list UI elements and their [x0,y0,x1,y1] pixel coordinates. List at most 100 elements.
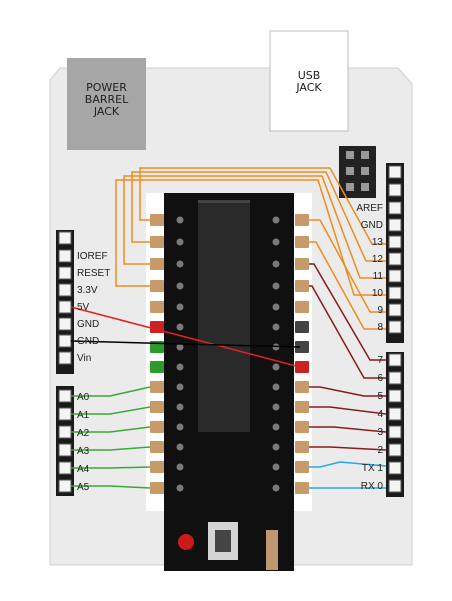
module-pad-left [150,421,164,433]
module-via-right [273,304,280,311]
pin-label-d11: 11 [373,271,383,283]
module-pad-right [295,236,309,248]
pin-label-a5: A5 [77,482,89,494]
module-via-left [177,324,184,331]
header-pin [389,236,401,248]
pin-label-d4: 4 [377,409,383,421]
module-via-left [177,444,184,451]
header-pin [389,166,401,178]
header-pin [59,444,71,456]
pin-label-d5: 5 [377,391,383,403]
usb-jack-label: USB JACK [270,70,348,94]
module-via-right [273,364,280,371]
module-via-right [273,324,280,331]
pin-label-ioref: IOREF [77,251,108,263]
header-pin [59,352,71,364]
module-via-left [177,261,184,268]
module-pad-right [295,321,309,333]
pin-label-tx1: TX 1 [362,463,383,475]
pin-label-3v3: 3.3V [77,285,98,297]
module-pad-right [295,461,309,473]
module-pad-left [150,258,164,270]
pin-label-gnd: GND [77,319,99,331]
module-pad-right [295,301,309,313]
header-pin [389,287,401,299]
module-pad-left [150,301,164,313]
module-pad-left [150,236,164,248]
header-pin [389,321,401,333]
module-pad-left [150,361,164,373]
pin-label-vin: Vin [77,353,91,365]
module-via-right [273,464,280,471]
header-pin [59,426,71,438]
module-via-left [177,304,184,311]
module-pad-right [295,280,309,292]
module-pad-left [150,461,164,473]
pin-label-d6: 6 [377,373,383,385]
module-pad-left [150,401,164,413]
pin-label-a2: A2 [77,428,89,440]
pin-label-reset: RESET [77,268,110,280]
power-jack-line: JACK [67,106,146,118]
pin-label-gnd-right: GND [361,220,383,232]
header-pin [389,304,401,316]
pin-label-d9: 9 [377,305,383,317]
module-pad-left [150,280,164,292]
module-pad-right [295,421,309,433]
header-pin [59,267,71,279]
pin-label-a4: A4 [77,464,89,476]
module-via-left [177,217,184,224]
module-pad-right [295,401,309,413]
module-via-left [177,424,184,431]
pin-label-d3: 3 [377,427,383,439]
module-via-right [273,485,280,492]
module-pad-right [295,482,309,494]
module-via-right [273,384,280,391]
header-pin [59,232,71,244]
header-pin [59,408,71,420]
power-jack-label: POWER BARREL JACK [67,82,146,118]
module-via-right [273,239,280,246]
pin-label-a3: A3 [77,446,89,458]
header-pin [59,462,71,474]
module-pad-right [295,441,309,453]
header-pin [389,184,401,196]
module-via-left [177,384,184,391]
pin-label-d12: 12 [372,254,383,266]
module-pad-left [150,441,164,453]
icsp-header [339,146,376,198]
module-via-right [273,444,280,451]
header-pin [389,444,401,456]
pin-label-aref: AREF [356,203,383,215]
pin-label-a0: A0 [77,392,89,404]
module-via-left [177,485,184,492]
module-via-left [177,464,184,471]
microcontroller-module [146,193,312,571]
pin-label-5v: 5V [77,302,89,314]
module-via-left [177,239,184,246]
module-pad-left [150,381,164,393]
module-pad-right [295,381,309,393]
header-pin [59,301,71,313]
header-pin [389,270,401,282]
module-pad-right [295,214,309,226]
pin-label-d2: 2 [377,445,383,457]
header-pin [59,390,71,402]
header-pin [389,202,401,214]
header-pin [389,408,401,420]
module-pad-right [295,258,309,270]
header-pin [59,480,71,492]
module-via-right [273,261,280,268]
pin-label-d13: 13 [372,237,383,249]
header-pin [59,318,71,330]
pin-label-d8: 8 [377,322,383,334]
header-pin [389,426,401,438]
pin-label-rx0: RX 0 [361,481,383,493]
module-via-right [273,217,280,224]
pin-label-d7: 7 [377,355,383,367]
header-pin [59,250,71,262]
module-via-left [177,404,184,411]
module-via-left [177,283,184,290]
usb-jack-line: JACK [270,82,348,94]
header-pin [389,462,401,474]
